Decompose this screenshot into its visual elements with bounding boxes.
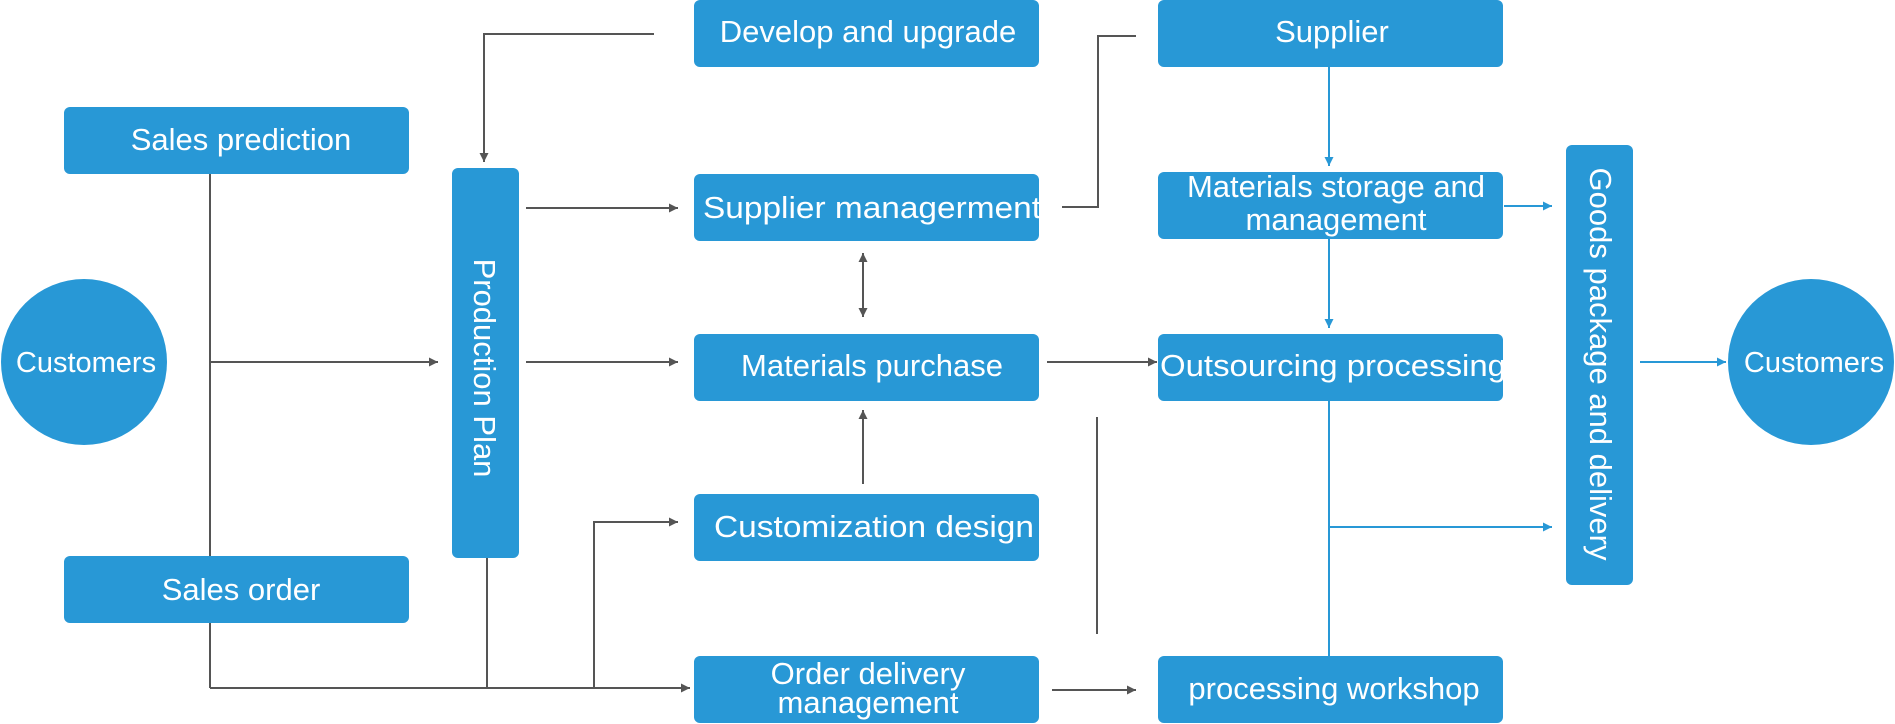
svg-text:processing workshop: processing workshop xyxy=(1188,671,1479,706)
svg-text:Materials storage and: Materials storage and xyxy=(1187,169,1485,204)
svg-text:Production Plan: Production Plan xyxy=(467,259,502,478)
node-materials-storage: Materials storage and management xyxy=(1158,169,1503,239)
svg-text:Supplier managerment: Supplier managerment xyxy=(703,190,1041,225)
node-production-plan: Production Plan xyxy=(452,168,519,558)
node-customization-design: Customization design xyxy=(694,494,1039,561)
svg-text:Supplier: Supplier xyxy=(1275,14,1389,49)
svg-text:Customers: Customers xyxy=(16,347,156,379)
svg-text:Outsourcing processing: Outsourcing processing xyxy=(1160,348,1506,383)
connector-to-customization xyxy=(593,517,678,688)
svg-text:Sales prediction: Sales prediction xyxy=(131,122,352,157)
node-supplier: Supplier xyxy=(1158,0,1503,67)
node-customers-left: Customers xyxy=(1,279,167,445)
svg-text:Goods package and delivery: Goods package and delivery xyxy=(1583,168,1618,561)
svg-text:Customers: Customers xyxy=(1744,347,1884,379)
node-sales-prediction: Sales prediction xyxy=(64,107,409,174)
node-outsourcing-processing: Outsourcing processing xyxy=(1158,334,1506,401)
node-goods-package-delivery: Goods package and delivery xyxy=(1566,145,1633,585)
connector-supplier-mgmt-to-supplier xyxy=(1062,35,1136,208)
svg-text:Customization design: Customization design xyxy=(714,509,1034,544)
node-supplier-management: Supplier managerment xyxy=(694,174,1041,241)
svg-text:Develop and upgrade: Develop and upgrade xyxy=(720,14,1016,49)
svg-text:Sales order: Sales order xyxy=(162,572,321,607)
node-customers-right: Customers xyxy=(1728,279,1894,445)
node-materials-purchase: Materials purchase xyxy=(694,334,1039,401)
svg-text:Order delivery: Order delivery xyxy=(771,656,966,691)
connector-develop-to-production xyxy=(479,33,654,162)
node-sales-order: Sales order xyxy=(64,556,409,623)
svg-text:management: management xyxy=(778,685,959,720)
node-develop-and-upgrade: Develop and upgrade xyxy=(694,0,1039,67)
node-processing-workshop: processing workshop xyxy=(1158,656,1503,723)
svg-text:Materials purchase: Materials purchase xyxy=(741,348,1003,383)
svg-text:management: management xyxy=(1246,202,1427,237)
node-order-delivery-management: Order delivery management xyxy=(694,656,1039,723)
